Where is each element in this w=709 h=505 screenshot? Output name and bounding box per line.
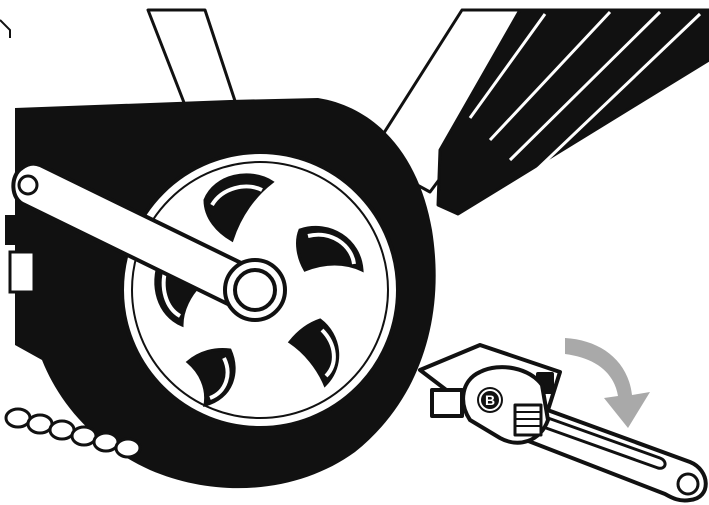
adjustable-wrench: B bbox=[463, 367, 706, 500]
wrench-worm-gear bbox=[515, 405, 541, 435]
guard-tab bbox=[10, 252, 34, 292]
curved-rotation-arrow-icon bbox=[565, 338, 650, 428]
guard-tab bbox=[5, 215, 19, 245]
chain-link bbox=[6, 409, 30, 427]
chain-link bbox=[28, 415, 52, 433]
spindle-inner bbox=[235, 270, 275, 310]
chain-link bbox=[72, 427, 96, 445]
crank-spindle bbox=[225, 260, 285, 320]
rotation-arrow-body bbox=[565, 338, 650, 428]
pedal-hole bbox=[19, 176, 37, 194]
wrench-hang-hole bbox=[678, 474, 698, 494]
chain-link bbox=[50, 421, 74, 439]
chain-link bbox=[116, 439, 140, 457]
leader-line bbox=[0, 20, 10, 38]
pedal-axle-stub bbox=[432, 390, 462, 416]
chain-link bbox=[94, 433, 118, 451]
callout-label: B bbox=[485, 392, 495, 408]
